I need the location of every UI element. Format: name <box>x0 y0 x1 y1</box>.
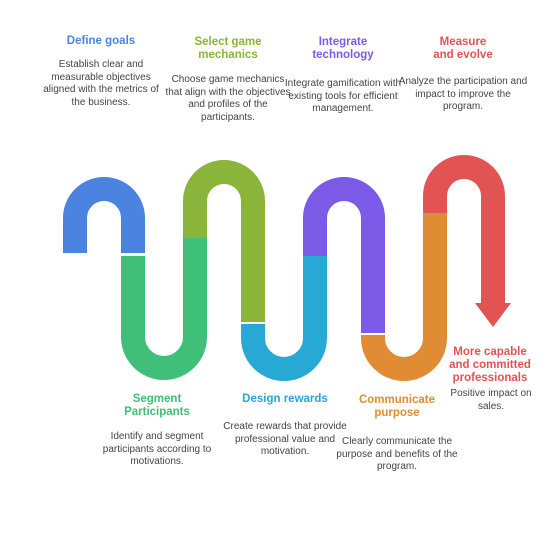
step-title-define-goals: Define goals <box>66 35 136 47</box>
step-title-integrate-technology: Integrate technology <box>312 36 374 61</box>
step-desc-define-goals: Establish clear and measurable objective… <box>43 59 159 108</box>
step-title-segment-participants: Segment Participants <box>124 393 190 418</box>
step-desc-select-mechanics: Choose game mechanics that align with th… <box>165 74 291 123</box>
arrow-head-icon <box>475 303 511 327</box>
step-desc-design-rewards: Create rewards that provide professional… <box>223 421 347 457</box>
step-title-design-rewards: Design rewards <box>242 393 328 405</box>
step-desc-communicate-purpose: Clearly communicate the purpose and bene… <box>336 436 458 472</box>
path-segment-define-goals <box>63 177 145 253</box>
step-title-measure-evolve: Measure and evolve <box>433 36 493 61</box>
step-desc-segment-participants: Identify and segment participants accord… <box>102 431 212 467</box>
path-segment-integrate-technology <box>303 177 385 333</box>
path-segment-communicate-purpose <box>361 211 447 381</box>
path-segment-select-mechanics <box>183 160 265 322</box>
path-segment-measure-evolve <box>423 155 505 305</box>
step-title-communicate-purpose: Communicate purpose <box>358 394 436 419</box>
step-desc-outcome: Positive impact on sales. <box>450 388 532 412</box>
step-title-select-mechanics: Select game mechanics <box>194 36 262 61</box>
path-segment-segment-participants <box>121 236 207 380</box>
step-desc-integrate-technology: Integrate gamification with existing too… <box>284 78 402 114</box>
path-segment-design-rewards <box>241 254 327 381</box>
step-desc-measure-evolve: Analyze the participation and impact to … <box>398 76 528 112</box>
step-title-outcome: More capable and committed professionals <box>449 346 531 384</box>
